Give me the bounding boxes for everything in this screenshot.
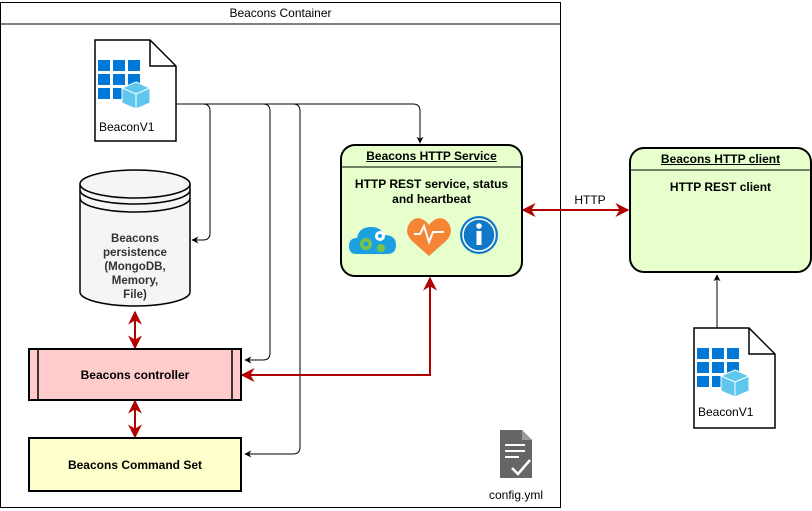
cube-grid-icon [697, 348, 750, 398]
red-connectors [128, 203, 630, 439]
persistence-database [79, 169, 191, 307]
info-icon [460, 216, 498, 254]
beaconv1-document-client [693, 327, 776, 429]
cube-grid-icon [98, 60, 151, 110]
beacons-command-set-box [28, 437, 242, 492]
beaconv1-document-top [94, 39, 177, 142]
heartbeat-icon [407, 218, 451, 256]
beacons-controller-box [28, 348, 242, 401]
beacons-http-client-box [629, 147, 812, 273]
cloud-gears-icon [349, 227, 396, 254]
beacons-http-service-box [340, 144, 523, 277]
config-file-icon [500, 430, 532, 478]
